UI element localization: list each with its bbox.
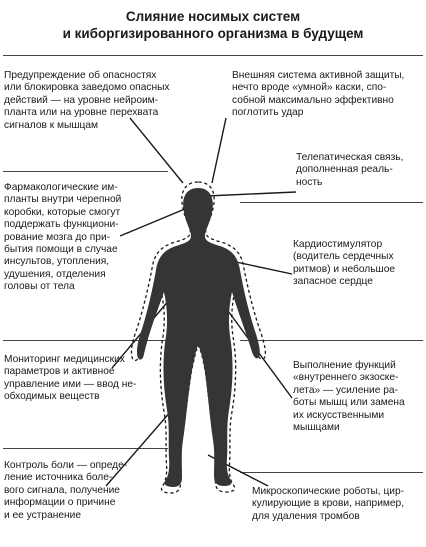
pointer-line <box>205 191 297 197</box>
note-line: кулирующие в крови, например, <box>252 498 405 510</box>
note-line: боты мышц или замена <box>293 397 405 409</box>
note-line: удушения, отделения <box>4 268 106 280</box>
note-line: параметров и активное <box>4 366 115 378</box>
note-line: Телепатическая связь, <box>296 152 404 163</box>
pointer-line <box>129 117 184 184</box>
note-line: планта или на уровне перехвата <box>4 107 159 119</box>
note-line: дополненная реаль- <box>296 164 393 176</box>
note-line: действий — на уровне нейроим- <box>4 94 159 106</box>
separator-line <box>3 448 168 449</box>
note-line: Кардиостимулятор <box>293 239 383 250</box>
note-line: поглотить удар <box>232 107 304 119</box>
note-line: и ее устранение <box>4 509 82 521</box>
separator-line <box>240 472 423 473</box>
note-pharma-implants: Фармакологические им- планты внутри чере… <box>4 182 121 294</box>
note-pacemaker: Кардиостимулятор (водитель сердечных рит… <box>293 239 395 289</box>
note-pain-control: Контроль боли — опреде- ление источника … <box>4 460 127 522</box>
note-line: нечто вроде «умной» каски, спо- <box>232 82 387 94</box>
note-line: коробки, которые смогут <box>4 206 121 218</box>
note-line: Мониторинг медицинских <box>4 354 125 365</box>
note-line: инсультов, утопления, <box>4 256 110 268</box>
note-line: Фармакологические им- <box>4 182 118 193</box>
note-line: «внутреннего экзоске- <box>293 372 399 384</box>
note-line: собной максимально эффективно <box>232 94 394 106</box>
note-line: управление ими — ввод не- <box>4 378 137 390</box>
note-line: ление источника боле- <box>4 472 113 484</box>
separator-line <box>240 202 423 203</box>
note-micro-robots: Микроскопические роботы, цир- кулирующие… <box>252 486 404 523</box>
pointer-line <box>211 117 227 184</box>
note-line: вого сигнала, получение <box>4 484 120 496</box>
note-line: (водитель сердечных <box>293 251 394 263</box>
title-line-1: Слияние носимых систем <box>125 9 301 24</box>
pointer-line <box>105 409 173 487</box>
note-line: сигналов к мышцам <box>4 119 99 131</box>
separator-line <box>240 340 423 341</box>
note-line: мышцами <box>293 422 340 434</box>
title-line-2: и киборгизированного организма в будущем <box>62 26 364 41</box>
note-line: Внешняя система активной защиты, <box>232 70 405 81</box>
note-line: обходимых веществ <box>4 391 100 403</box>
note-line: рование мозга до при- <box>4 231 111 243</box>
pointer-line <box>119 205 193 237</box>
note-line: информации о причине <box>4 497 116 509</box>
note-line: ритмов) и небольшое <box>293 263 396 275</box>
page-title: Слияние носимых систем и киборгизированн… <box>0 8 426 42</box>
separator-line <box>3 55 423 56</box>
note-line: Микроскопические роботы, цир- <box>252 486 405 497</box>
note-line: головы от тела <box>4 281 75 293</box>
note-line: поддержать функциони- <box>4 219 119 231</box>
note-line: Выполнение функций <box>293 360 396 371</box>
note-line: для удаления тромбов <box>252 510 360 522</box>
note-danger-warning: Предупреждение об опасностях или блокиро… <box>4 70 170 132</box>
note-line: бытия помощи в случае <box>4 244 118 256</box>
separator-line <box>3 340 168 341</box>
note-exoskeleton: Выполнение функций «внутреннего экзоске-… <box>293 360 405 434</box>
note-line: Предупреждение об опасностях <box>4 70 157 81</box>
note-external-protection: Внешняя система активной защиты, нечто в… <box>232 70 404 120</box>
note-line: Контроль боли — опреде- <box>4 460 128 471</box>
note-line: запасное сердце <box>293 276 373 288</box>
note-medical-monitoring: Мониторинг медицинских параметров и акти… <box>4 354 136 404</box>
note-line: их искусственными <box>293 409 385 421</box>
note-line: ность <box>296 176 323 188</box>
note-telepathy: Телепатическая связь, дополненная реаль-… <box>296 152 403 189</box>
note-line: лета» — усиление ра- <box>293 384 398 396</box>
note-line: или блокировка заведомо опасных <box>4 82 170 94</box>
body-silhouette <box>136 188 260 487</box>
note-line: планты внутри черепной <box>4 194 122 206</box>
separator-line <box>3 171 168 172</box>
